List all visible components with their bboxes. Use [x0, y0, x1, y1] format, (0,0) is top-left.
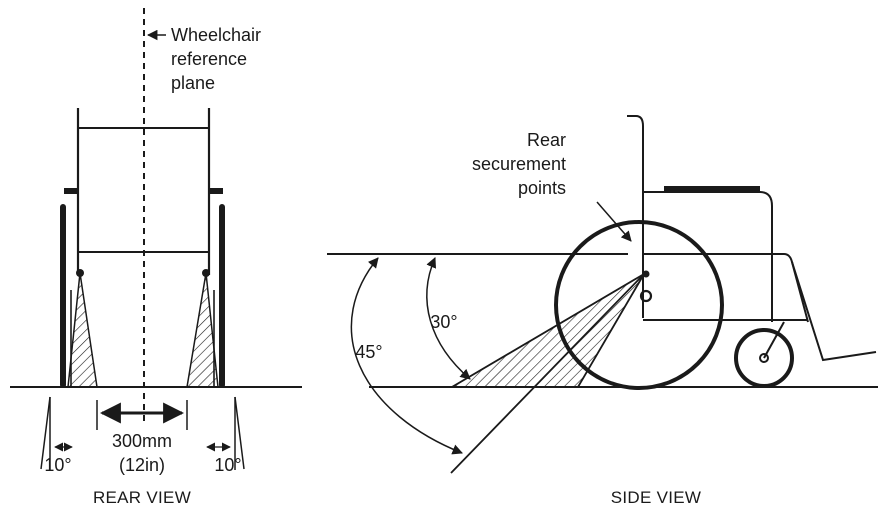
seat-front-frame	[759, 191, 773, 322]
side-securement-point	[642, 270, 650, 278]
left-rear-wheel	[60, 204, 66, 388]
caster-wheel	[734, 328, 794, 388]
caster-fork	[763, 321, 785, 359]
securement-leader-arrow	[596, 201, 632, 242]
left-10-degree-line	[40, 396, 51, 470]
reference-label-line-3: plane	[171, 73, 215, 93]
rear-view-caption: REAR VIEW	[93, 488, 191, 507]
angle-min-label: 30°	[430, 312, 457, 332]
right-angle-label: 10°	[214, 455, 241, 475]
left-angle-label: 10°	[44, 455, 71, 475]
points-label-line-2: securement	[472, 154, 566, 174]
left-strap-zone	[67, 272, 98, 388]
width-label-line-2: (12in)	[119, 455, 165, 475]
points-label-line-3: points	[518, 178, 566, 198]
right-strap-zone	[186, 272, 219, 388]
right-securement-point	[202, 269, 210, 277]
strap-zone-side	[448, 271, 647, 388]
arc-45-degree	[350, 257, 463, 455]
angle-max-label: 45°	[355, 342, 382, 362]
seat-cushion	[664, 186, 760, 192]
axle-hub	[639, 289, 653, 303]
left-armrest-stub	[64, 188, 78, 194]
side-rear-wheel	[554, 220, 724, 390]
armrest-rail	[643, 253, 809, 323]
caster-hub	[759, 353, 769, 363]
rear-view	[10, 8, 302, 470]
side-view-caption: SIDE VIEW	[611, 488, 702, 507]
reference-label-line-2: reference	[171, 49, 247, 69]
left-securement-point	[76, 269, 84, 277]
points-label-line-1: Rear	[527, 130, 566, 150]
footrest	[791, 261, 877, 362]
push-handle-and-backrest	[627, 115, 644, 318]
right-10-degree-line	[234, 396, 245, 470]
right-armrest-stub	[209, 188, 223, 194]
side-view	[327, 115, 878, 474]
width-label-line-1: 300mm	[112, 431, 172, 451]
right-rear-wheel	[219, 204, 225, 388]
reference-label-line-1: Wheelchair	[171, 25, 261, 45]
